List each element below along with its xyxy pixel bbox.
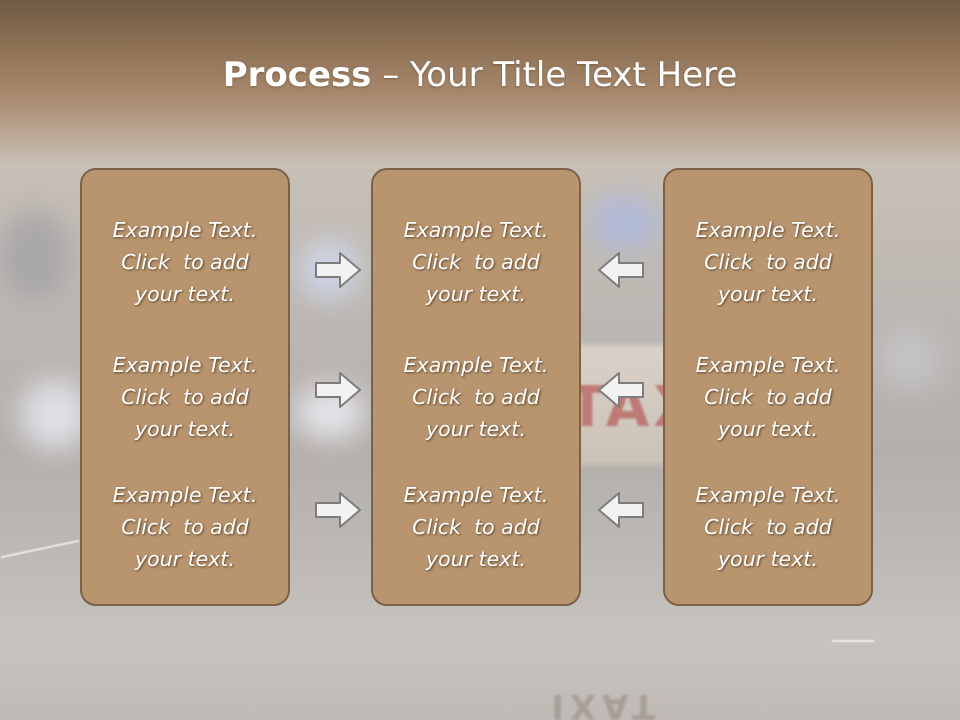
text-line: Click to add [412,515,540,539]
text-line: Example Text. [403,218,549,242]
text-line: your text. [718,547,818,571]
text-line: your text. [718,417,818,441]
text-line: Example Text. [695,218,841,242]
text-line: Click to add [121,515,249,539]
arrow-right-icon[interactable] [314,250,362,290]
process-panel-left[interactable]: Example Text. Click to add your text. Ex… [80,168,290,606]
text-line: Click to add [412,250,540,274]
text-line: Example Text. [403,483,549,507]
slide-title[interactable]: Process – Your Title Text Here [0,53,960,97]
text-block[interactable]: Example Text. Click to add your text. [665,349,871,445]
text-block[interactable]: Example Text. Click to add your text. [373,214,579,310]
text-block[interactable]: Example Text. Click to add your text. [373,349,579,445]
text-block[interactable]: Example Text. Click to add your text. [665,479,871,575]
bokeh-light [880,330,940,390]
title-rest: – Your Title Text Here [371,55,738,95]
title-bold: Process [222,55,372,95]
background-taxi-reflection: TAXI [545,686,655,720]
text-block[interactable]: Example Text. Click to add your text. [82,214,288,310]
arrow-right-icon[interactable] [314,490,362,530]
bokeh-light [20,380,90,450]
arrow-left-icon[interactable] [597,490,645,530]
arrow-left-icon[interactable] [597,250,645,290]
text-line: Example Text. [112,483,258,507]
process-panel-center[interactable]: Example Text. Click to add your text. Ex… [371,168,581,606]
arrow-left-icon[interactable] [597,370,645,410]
text-line: Example Text. [112,218,258,242]
bokeh-light [0,210,70,300]
text-line: your text. [718,282,818,306]
arrow-right-icon[interactable] [314,370,362,410]
text-line: Click to add [412,385,540,409]
bokeh-light [590,195,660,250]
text-line: your text. [135,547,235,571]
text-block[interactable]: Example Text. Click to add your text. [82,479,288,575]
text-line: your text. [426,547,526,571]
text-line: Example Text. [695,483,841,507]
text-line: your text. [135,417,235,441]
process-panel-right[interactable]: Example Text. Click to add your text. Ex… [663,168,873,606]
text-line: your text. [426,282,526,306]
text-line: Example Text. [695,353,841,377]
text-line: Click to add [121,385,249,409]
text-block[interactable]: Example Text. Click to add your text. [373,479,579,575]
text-line: Click to add [704,250,832,274]
text-line: Example Text. [112,353,258,377]
text-line: your text. [426,417,526,441]
text-line: Click to add [121,250,249,274]
text-line: your text. [135,282,235,306]
text-line: Click to add [704,385,832,409]
light-streak [832,640,874,642]
text-line: Click to add [704,515,832,539]
text-line: Example Text. [403,353,549,377]
text-block[interactable]: Example Text. Click to add your text. [665,214,871,310]
text-block[interactable]: Example Text. Click to add your text. [82,349,288,445]
